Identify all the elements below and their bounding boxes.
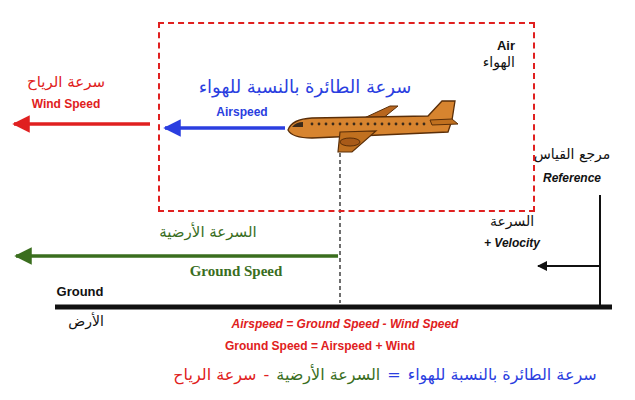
- plane-window: [402, 123, 405, 126]
- plane-window: [423, 123, 426, 126]
- velocity-label-ar: السرعة: [490, 213, 534, 229]
- plane-window: [416, 123, 419, 126]
- plane-window: [409, 123, 412, 126]
- equation-term: السرعة الأرضية: [276, 366, 380, 384]
- reference-label-ar: مرجع القياس: [534, 146, 611, 162]
- equation-sign: =: [387, 366, 400, 384]
- plane-window: [339, 123, 342, 126]
- equation: Ground Speed = Airspeed + Wind: [225, 340, 415, 354]
- wind-arrow: [14, 122, 150, 126]
- equation-term: سرعة الرياح: [173, 366, 256, 384]
- wind-label: Wind Speed: [32, 98, 101, 112]
- plane-window: [395, 123, 398, 126]
- region-label: الهواء: [483, 54, 515, 71]
- region-label: Air: [497, 38, 515, 54]
- ground-line: [55, 305, 612, 310]
- plane-window: [332, 123, 335, 126]
- airspeed-arrow: [165, 126, 285, 130]
- ground-speed-label-ar: السرعة الأرضية: [159, 224, 256, 241]
- airspeed-label-ar: سرعة الطائرة بالنسبة للهواء: [199, 77, 412, 98]
- plane-window: [311, 123, 314, 126]
- reference-post: [599, 195, 601, 305]
- ground-speed-label: Ground Speed: [190, 263, 283, 280]
- velocity-arrow: [538, 265, 600, 267]
- ground-label: Ground: [57, 285, 104, 300]
- equation-sign: -: [264, 366, 270, 384]
- airspeed-label: Airspeed: [216, 106, 267, 120]
- wind-label-ar: سرعة الرياح: [27, 74, 105, 91]
- equation-term: سرعة الطائرة بالنسبة للهواء: [408, 366, 597, 384]
- plane-window: [381, 123, 384, 126]
- ground-label-ar: الأرض: [68, 313, 104, 329]
- plane-window: [346, 123, 349, 126]
- plane-window: [325, 123, 328, 126]
- plane-window: [318, 123, 321, 126]
- plane-window: [367, 123, 370, 126]
- velocity-label: + Velocity: [484, 237, 540, 251]
- plane-window: [374, 123, 377, 126]
- equation: Airspeed = Ground Speed - Wind Speed: [232, 318, 459, 332]
- reference-label: Reference: [543, 172, 601, 186]
- plumb-line: [339, 146, 340, 303]
- plane-window: [360, 123, 363, 126]
- arabic-equation: سرعة الطائرة بالنسبة للهواء = السرعة الأرض…: [173, 366, 596, 384]
- ground-speed-arrow: [16, 254, 338, 258]
- air-region: Airالهواء: [158, 22, 535, 212]
- airplane: [288, 101, 458, 152]
- plane-window: [388, 123, 391, 126]
- plane-window: [353, 123, 356, 126]
